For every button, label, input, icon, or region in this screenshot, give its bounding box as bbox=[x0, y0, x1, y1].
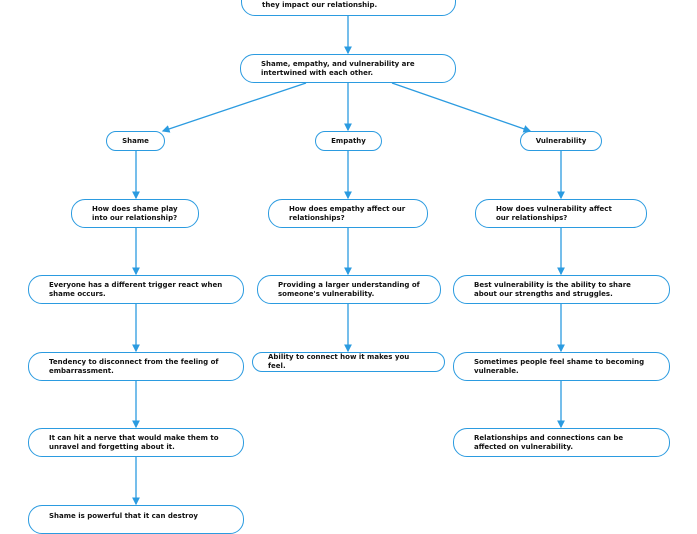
shame-item[interactable]: Tendency to disconnect from the feeling … bbox=[28, 352, 244, 381]
connector-lines bbox=[132, 16, 565, 506]
shame-item[interactable]: It can hit a nerve that would make them … bbox=[28, 428, 244, 457]
branch-shame[interactable]: Shame bbox=[106, 131, 165, 151]
shame-question[interactable]: How does shame play into our relationshi… bbox=[71, 199, 199, 228]
empathy-item[interactable]: Providing a larger understanding of some… bbox=[257, 275, 441, 304]
branch-empathy[interactable]: Empathy bbox=[315, 131, 382, 151]
shame-item[interactable]: Everyone has a different trigger react w… bbox=[28, 275, 244, 304]
empathy-item[interactable]: Ability to connect how it makes you feel… bbox=[252, 352, 445, 372]
empathy-question[interactable]: How does empathy affect our relationship… bbox=[268, 199, 428, 228]
vulnerability-item[interactable]: Sometimes people feel shame to becoming … bbox=[453, 352, 670, 381]
vulnerability-item[interactable]: Relationships and connections can be aff… bbox=[453, 428, 670, 457]
root-node[interactable]: Shame, empathy, and vulnerability are in… bbox=[240, 54, 456, 83]
top-node[interactable]: they impact our relationship. bbox=[241, 0, 456, 16]
vulnerability-item[interactable]: Best vulnerability is the ability to sha… bbox=[453, 275, 670, 304]
branch-vulnerability[interactable]: Vulnerability bbox=[520, 131, 602, 151]
vulnerability-question[interactable]: How does vulnerability affect our relati… bbox=[475, 199, 647, 228]
